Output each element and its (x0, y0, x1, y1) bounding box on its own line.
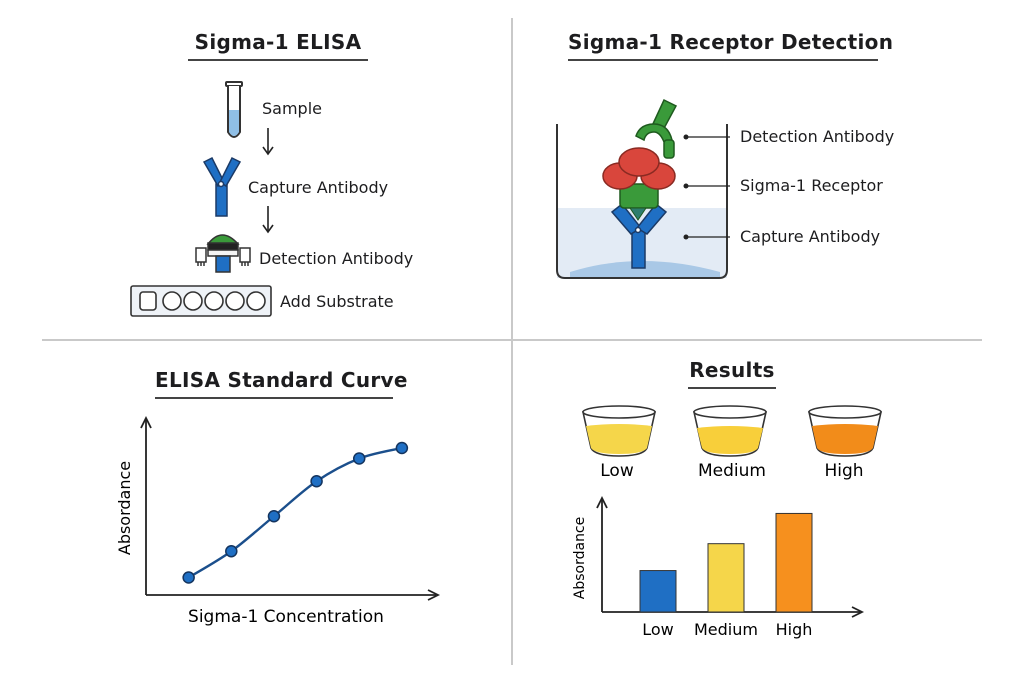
well-surface (570, 261, 720, 278)
results-title-text: Results (689, 358, 775, 382)
curve-title-text: ELISA Standard Curve (155, 368, 408, 392)
curve-point-3 (267, 510, 281, 523)
test-tube-icon (225, 81, 243, 138)
elisa-title-text: Sigma-1 ELISA (194, 30, 362, 54)
curve-point-2 (225, 545, 238, 558)
curve-point-5 (352, 452, 366, 465)
receptor-panel-title: Sigma-1 Receptor Detection (568, 30, 893, 61)
cup-label-low: Low (600, 461, 634, 481)
receptor-label-capture-antibody: Capture Antibody (740, 227, 881, 246)
well-outline (556, 124, 728, 279)
well-plate-icon (130, 285, 272, 317)
curve-points (182, 441, 409, 584)
curve-axes (140, 415, 441, 601)
elisa-panel-title: Sigma-1 ELISA (188, 30, 368, 61)
bar-y-axis-label: Absordance (572, 517, 588, 599)
cup-label-medium: Medium (698, 461, 766, 481)
cup-medium-icon (693, 405, 767, 457)
receptor-label-sigma1-receptor: Sigma-1 Receptor (740, 176, 883, 195)
detection-complex-icon (195, 234, 251, 273)
cup-label-high: High (824, 461, 863, 481)
step-label-sample: Sample (262, 99, 322, 118)
curve-title-underline (155, 397, 393, 399)
step-label-capture-antibody: Capture Antibody (248, 178, 389, 197)
curve-y-axis-label: Absordance (115, 461, 134, 555)
bar-category-labels: Low Medium High (642, 620, 812, 639)
capture-antibody-icon (202, 156, 242, 217)
cup-low-icon (582, 405, 656, 457)
step-label-detection-antibody: Detection Antibody (259, 249, 414, 268)
down-arrow-icon (262, 206, 274, 234)
elisa-title-underline (188, 59, 368, 61)
leader-lines (686, 136, 730, 238)
curve-x-axis-label: Sigma-1 Concentration (188, 607, 384, 627)
bar-label-medium: Medium (694, 620, 758, 639)
bar-low (639, 570, 677, 613)
curve-point-6 (395, 441, 409, 455)
bars (639, 512, 813, 613)
receptor-title-underline (568, 59, 878, 61)
curve-panel-title: ELISA Standard Curve (155, 368, 407, 399)
horizontal-divider (42, 339, 982, 341)
detection-antibody-icon (635, 98, 678, 159)
results-title-underline (688, 387, 776, 389)
curve-point-1 (182, 571, 195, 584)
receptor-label-detection-antibody: Detection Antibody (740, 127, 895, 146)
bar-medium (707, 543, 745, 613)
receptor-protein-icon (602, 147, 676, 190)
capture-antibody-icon (610, 202, 668, 269)
step-label-add-substrate: Add Substrate (280, 292, 394, 311)
curve-point-4 (310, 475, 323, 488)
down-arrow-icon (262, 128, 274, 156)
vertical-divider (511, 18, 513, 665)
bar-label-high: High (776, 620, 813, 639)
cup-high-icon (808, 405, 882, 457)
results-panel-title: Results (688, 358, 776, 389)
bar-label-low: Low (642, 620, 674, 639)
bar-high (775, 512, 813, 613)
receptor-title-text: Sigma-1 Receptor Detection (568, 30, 894, 54)
